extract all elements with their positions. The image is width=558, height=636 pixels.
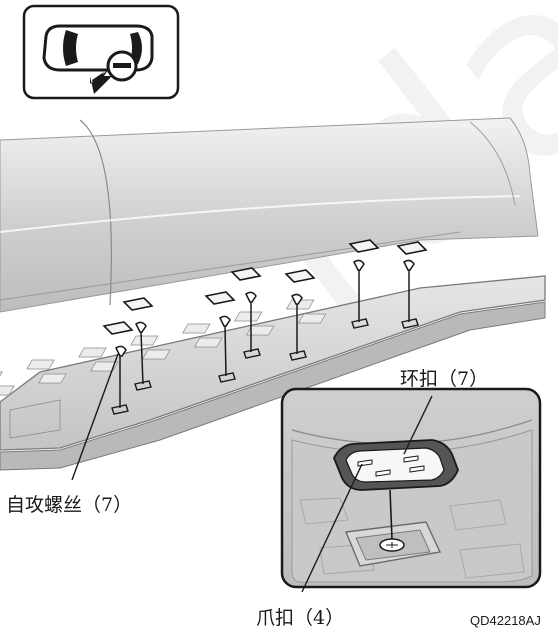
screw-leader <box>71 353 119 481</box>
exploded-fasteners <box>102 239 428 415</box>
mounting-holes <box>111 318 419 415</box>
ring-clip-label: 环扣（7） <box>400 368 489 390</box>
claw-clip-leader <box>301 463 363 593</box>
claw-clip-label: 爪扣（4） <box>256 607 345 629</box>
self-tapping-screw <box>115 259 415 408</box>
leader-lines <box>71 353 433 593</box>
inset-ring-clip <box>333 439 459 491</box>
pointer-arrow-icon <box>90 70 112 94</box>
ring-clip-leader <box>403 395 433 455</box>
inset-detail <box>280 387 542 589</box>
self-tapping-screw-label: 自攻螺丝（7） <box>6 494 133 516</box>
figure-code: QD42218AJ <box>470 613 541 628</box>
inset-screw-icon <box>379 538 405 552</box>
ring-clip-pad <box>102 239 428 335</box>
minus-circle-icon <box>106 50 138 82</box>
vehicle-locator-icon <box>22 4 180 100</box>
car-side-panel <box>0 117 539 313</box>
